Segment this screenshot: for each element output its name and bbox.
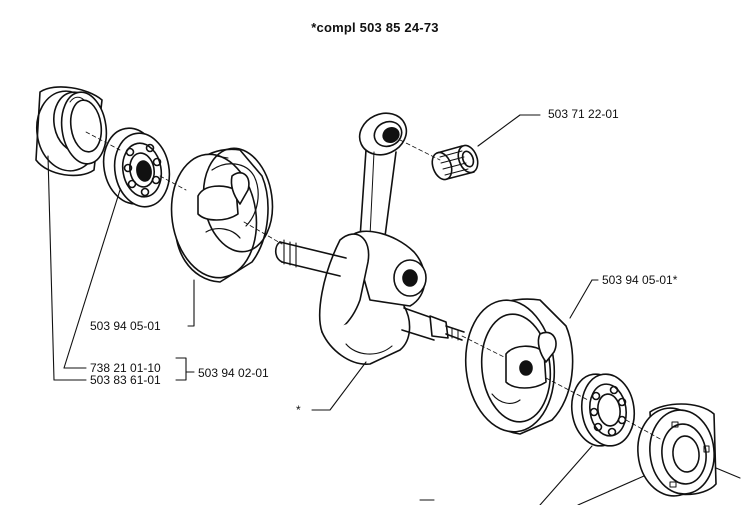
- connecting-rod-part: [351, 112, 427, 307]
- ball-bearing-left-part: [102, 127, 171, 208]
- label-ball-bearing: 738 21 01-10: [90, 361, 161, 375]
- label-bearing-kit: 503 94 02-01: [198, 366, 269, 380]
- needle-bearing-part: [431, 144, 479, 181]
- leader-lines: [47, 114, 741, 505]
- label-asterisk: *: [296, 403, 301, 417]
- label-seal-ring: 503 83 61-01: [90, 373, 161, 387]
- ball-bearing-right-part: [570, 373, 636, 447]
- label-needle-bearing: 503 71 22-01: [548, 107, 619, 121]
- crank-half-right-part: [464, 298, 574, 435]
- crank-half-left-part: [170, 147, 274, 283]
- crank-web-part: [274, 233, 465, 365]
- seal-ring-right-part: [637, 403, 717, 497]
- diagram-title: *compl 503 85 24-73: [311, 20, 439, 35]
- seal-ring-part: [35, 86, 108, 177]
- label-crank-half-left: 503 94 05-01: [90, 319, 161, 333]
- label-crank-half-right: 503 94 05-01*: [602, 273, 678, 287]
